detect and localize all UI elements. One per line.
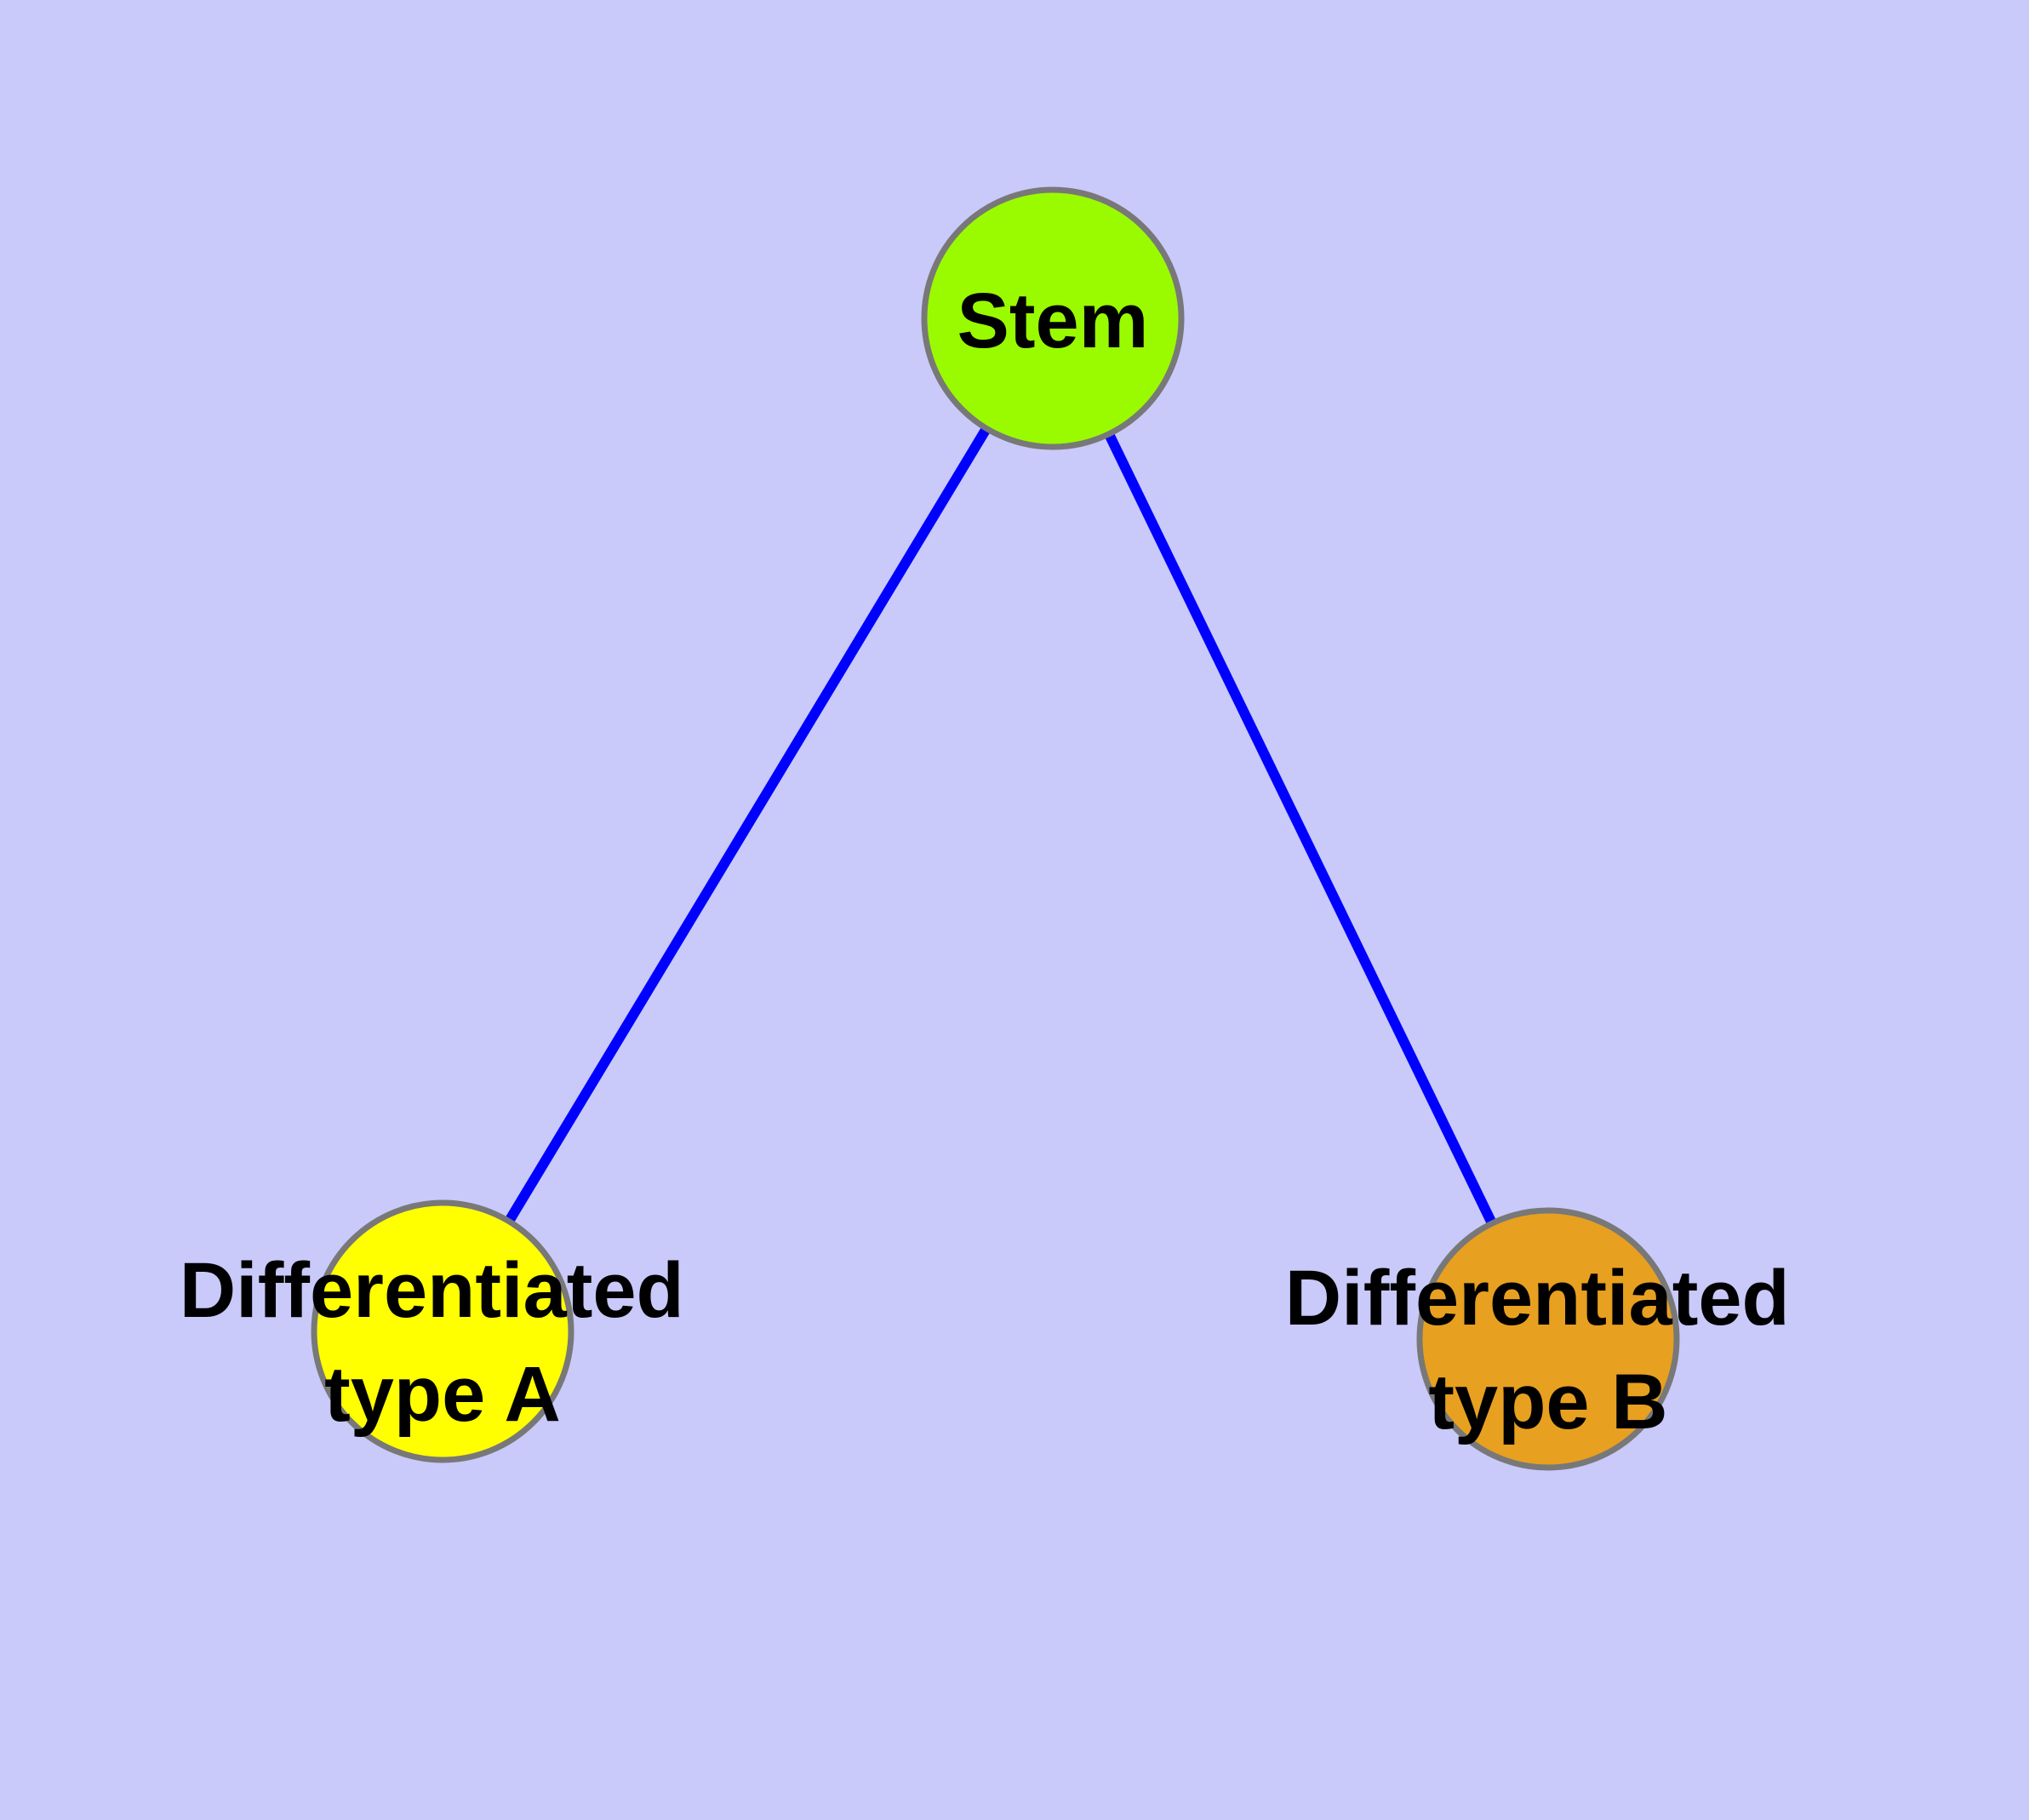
node-type-b-label-line1: Differentiated (1285, 1255, 1790, 1342)
node-differentiated-type-a-label: Differentiated type A (180, 1247, 706, 1438)
node-stem (921, 186, 1185, 450)
node-type-a-label-line2: type A (324, 1351, 561, 1438)
node-type-b-label-line2: type B (1428, 1359, 1667, 1445)
node-type-a-label-line1: Differentiated (180, 1247, 684, 1334)
node-differentiated-type-b-label: Differentiated type B (1285, 1255, 1812, 1445)
node-differentiated-type-a (311, 1199, 574, 1463)
edge-stem-to-type-a (437, 315, 1058, 1335)
node-differentiated-type-b (1416, 1207, 1680, 1471)
node-stem-label: Stem (957, 278, 1149, 364)
edge-stem-to-type-b (1048, 316, 1553, 1342)
